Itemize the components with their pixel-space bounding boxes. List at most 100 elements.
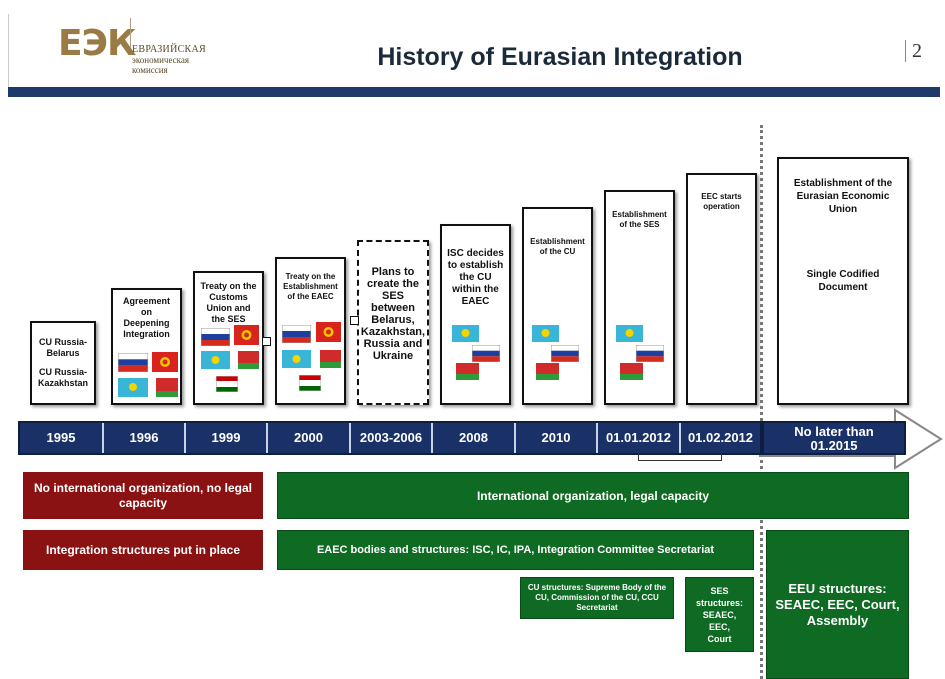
eec-logo: ЕЭК (58, 23, 136, 64)
event-line: Kazakhstan (37, 378, 89, 388)
tajikistan-flag (299, 375, 321, 391)
timeline-year: 1999 (186, 423, 268, 453)
russia-flag (472, 345, 500, 362)
russia-flag (118, 353, 148, 372)
event-line: SES (381, 290, 404, 302)
timeline-bar: 1995 1996 1999 2000 2003-2006 2008 2010 … (18, 421, 762, 455)
eeu-structures-text: EEU structures: SEAEC, EEC, Court, Assem… (775, 580, 900, 628)
page-title: History of Eurasian Integration (377, 43, 743, 71)
event-line: Union and (206, 303, 251, 313)
event-line: EEC starts (701, 192, 742, 201)
logo-caption-line2: экономическая (132, 55, 190, 65)
belarus-flag (616, 363, 643, 380)
era-divider (760, 125, 763, 679)
event-line: operation (703, 202, 740, 211)
kyrgyzstan-flag (152, 352, 178, 372)
russia-flag (636, 345, 664, 362)
event-line: between (370, 302, 415, 314)
event-line: Union (828, 204, 858, 215)
legal-capacity-text: International organization, legal capaci… (476, 488, 710, 503)
kazakhstan-flag (452, 325, 479, 342)
timeline-future-line1: No later than (794, 424, 874, 439)
event-line: of the EAEC (287, 292, 334, 301)
kazakhstan-flag (532, 325, 559, 342)
event-line: CU Russia- (38, 337, 87, 347)
logo-caption-line3: комиссия (132, 65, 168, 75)
event-line: Single Codified (806, 269, 880, 280)
cu-structures-bar: CU structures: Supreme Body of the CU, C… (520, 577, 674, 619)
event-line: to establish (447, 260, 504, 271)
cu-structures-text: CU structures: Supreme Body of the CU, C… (527, 583, 667, 612)
logo-divider (130, 18, 131, 48)
event-line: Establishment (283, 282, 338, 291)
event-line: Belarus (46, 348, 80, 358)
event-line: CU Russia- (38, 367, 87, 377)
event-line: EAEC (461, 296, 490, 307)
integration-structures-text: Integration structures put in place (45, 543, 241, 557)
no-legal-capacity-bar: No international organization, no legal … (23, 472, 263, 519)
event-box-1995: CU Russia- Belarus CU Russia- Kazakhstan (30, 321, 96, 405)
kyrgyzstan-flag (316, 322, 341, 342)
event-line: Deepening (123, 318, 170, 328)
event-line: on (141, 307, 152, 317)
ses-structures-text: SES structures: SEAEC, EEC, Court (696, 585, 744, 644)
page-number-divider (905, 40, 906, 62)
kazakhstan-flag (118, 378, 148, 397)
event-line: the CU (459, 272, 492, 283)
kazakhstan-flag (282, 350, 311, 368)
event-line: Integration (123, 329, 170, 339)
logo-caption: ЕВРАЗИЙСКАЯ экономическая комиссия (132, 44, 207, 76)
event-line: Ukraine (372, 350, 414, 362)
event-line (32, 359, 94, 367)
event-line: Document (818, 282, 868, 293)
date-bracket (638, 453, 722, 461)
eaec-bodies-bar: EAEC bodies and structures: ISC, IC, IPA… (277, 530, 754, 570)
tajikistan-flag (216, 376, 238, 392)
belarus-flag (532, 363, 559, 380)
timeline-year: 1995 (20, 423, 104, 453)
timeline-year: 2010 (516, 423, 598, 453)
header-left-rule (8, 14, 9, 88)
belarus-flag (152, 378, 178, 397)
event-box-2012-02-01: EEC starts operation (686, 173, 757, 405)
event-line: Establishment (612, 210, 667, 219)
belarus-flag (316, 350, 341, 368)
timeline-future-line2: 01.2015 (810, 438, 858, 453)
russia-flag (551, 345, 579, 362)
eeu-structures-bar: EEU structures: SEAEC, EEC, Court, Assem… (766, 530, 909, 679)
event-line: ISC decides (447, 248, 504, 259)
event-line: Kazakhstan, (360, 326, 426, 338)
connector-marker (262, 337, 271, 346)
event-line: Russia and (363, 338, 423, 350)
ses-structures-bar: SES structures: SEAEC, EEC, Court (685, 577, 754, 652)
russia-flag (282, 325, 311, 343)
event-line: Customs (209, 292, 248, 302)
event-line: Establishment (530, 237, 585, 246)
belarus-flag (452, 363, 479, 380)
russia-flag (201, 328, 230, 346)
belarus-flag (234, 351, 259, 369)
event-line: the SES (211, 314, 246, 324)
kazakhstan-flag (616, 325, 643, 342)
eaec-bodies-text: EAEC bodies and structures: ISC, IC, IPA… (316, 544, 715, 556)
timeline-year: 2008 (433, 423, 516, 453)
no-legal-capacity-text: No international organization, no legal … (33, 480, 252, 510)
event-line: Plans to (371, 266, 415, 278)
event-line: Belarus, (371, 314, 415, 326)
event-line: within the (452, 284, 499, 295)
timeline-future: No later than 01.2015 (762, 421, 906, 455)
event-box-2008: ISC decides to establish the CU within t… (440, 224, 511, 405)
event-line: create the (367, 278, 419, 290)
event-box-2003-2006: Plans to create the SES between Belarus,… (357, 240, 429, 405)
timeline-year: 01.01.2012 (598, 423, 681, 453)
header-bar (8, 87, 940, 97)
timeline-year: 01.02.2012 (687, 430, 754, 445)
timeline-year: 1996 (104, 423, 186, 453)
logo-caption-line1: ЕВРАЗИЙСКАЯ (132, 44, 207, 55)
timeline-year: 2000 (268, 423, 351, 453)
event-line (779, 216, 907, 268)
event-box-2015: Establishment of the Eurasian Economic U… (777, 157, 909, 405)
timeline-year: 2003-2006 (351, 423, 433, 453)
page-number: 2 (912, 40, 922, 62)
legal-capacity-bar: International organization, legal capaci… (277, 472, 909, 519)
